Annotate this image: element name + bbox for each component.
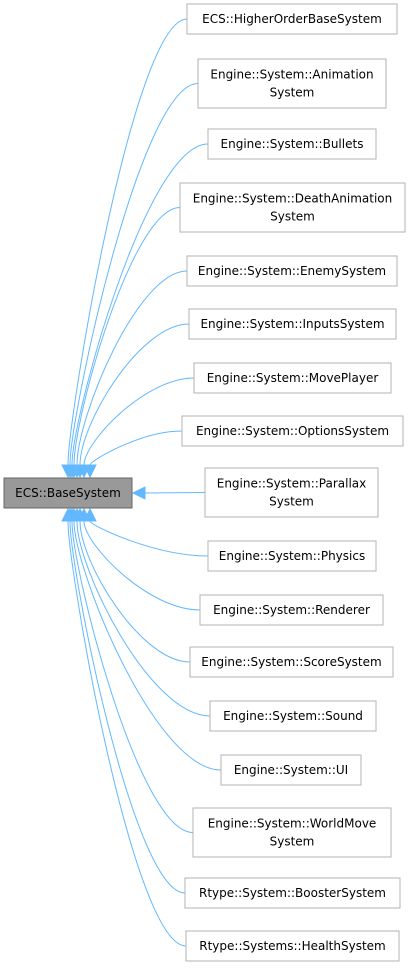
class-label: ECS::HigherOrderBaseSystem: [202, 12, 382, 26]
derived-class-node[interactable]: Rtype::Systems::HealthSystem: [185, 930, 400, 962]
class-box: [184, 877, 401, 909]
derived-class-node[interactable]: Engine::System::Bullets: [207, 128, 377, 160]
inheritance-edge: [89, 430, 183, 466]
class-box: [207, 540, 377, 572]
class-label: Engine::System::MovePlayer: [207, 371, 379, 385]
derived-class-node[interactable]: Engine::System::MovePlayer: [193, 362, 392, 394]
inheritance-edge: [71, 143, 209, 466]
class-box: [204, 467, 379, 518]
class-nodes: ECS::BaseSystem ECS::HigherOrderBaseSyst…: [3, 3, 406, 962]
class-box: [188, 308, 397, 340]
class-box: [199, 594, 384, 626]
derived-class-node[interactable]: Engine::System::OptionsSystem: [181, 415, 404, 447]
arrowhead-icon: [83, 464, 97, 479]
inheritance-edge: [83, 377, 195, 466]
class-box: [220, 754, 362, 786]
inheritance-edge: [67, 18, 188, 466]
base-class-node[interactable]: ECS::BaseSystem: [3, 477, 133, 509]
derived-class-node[interactable]: Rtype::System::BoosterSystem: [184, 877, 401, 909]
class-label: Engine::System::EnemySystem: [198, 264, 386, 278]
inheritance-edge: [67, 520, 187, 947]
class-label: Engine::System::WorldMove: [208, 817, 377, 831]
inheritance-edge: [89, 520, 209, 557]
inheritance-edge: [71, 520, 194, 833]
class-box: [186, 255, 398, 287]
class-box: [181, 415, 404, 447]
inheritance-edge: [83, 520, 201, 611]
class-label: Rtype::System::BoosterSystem: [199, 886, 386, 900]
inheritance-edge: [76, 270, 188, 466]
class-label: System: [270, 86, 315, 100]
class-box: [185, 930, 400, 962]
derived-class-node[interactable]: Engine::System::Sound: [209, 700, 377, 732]
class-label: System: [269, 495, 314, 509]
class-label: Engine::System::Parallax: [217, 477, 367, 491]
inheritance-edge: [73, 207, 181, 466]
class-box: [192, 807, 392, 858]
arrowhead-icon: [131, 486, 146, 500]
inheritance-edge: [69, 520, 186, 894]
derived-class-node[interactable]: Engine::System::Physics: [207, 540, 377, 572]
class-label: Rtype::Systems::HealthSystem: [199, 939, 385, 953]
class-box: [186, 3, 398, 35]
inheritance-edge: [79, 323, 190, 466]
derived-class-node[interactable]: Engine::System::EnemySystem: [186, 255, 398, 287]
class-label: Engine::System::Bullets: [221, 137, 364, 151]
class-label: Engine::System::Physics: [219, 549, 365, 563]
class-label: Engine::System::Animation: [210, 68, 373, 82]
base-class-label: ECS::BaseSystem: [15, 486, 121, 500]
class-label: System: [270, 210, 315, 224]
class-label: Engine::System::InputsSystem: [200, 317, 384, 331]
inheritance-edge: [79, 520, 191, 663]
class-label: System: [270, 835, 315, 849]
derived-class-node[interactable]: Engine::System::Renderer: [199, 594, 384, 626]
class-label: Engine::System::DeathAnimation: [193, 192, 393, 206]
derived-class-node[interactable]: ECS::HigherOrderBaseSystem: [186, 3, 398, 35]
inheritance-edge: [73, 520, 222, 771]
derived-class-node[interactable]: Engine::System::InputsSystem: [188, 308, 397, 340]
class-box: [209, 700, 377, 732]
class-label: Engine::System::Renderer: [213, 603, 370, 617]
class-box: [197, 58, 387, 109]
arrowhead-icon: [61, 507, 75, 522]
derived-class-node[interactable]: Engine::System::UI: [220, 754, 362, 786]
derived-class-node[interactable]: Engine::System::ScoreSystem: [189, 646, 394, 678]
inheritance-edges: [61, 18, 222, 947]
class-label: Engine::System::Sound: [223, 709, 363, 723]
class-box: [179, 182, 406, 233]
class-label: Engine::System::ScoreSystem: [201, 655, 381, 669]
class-box: [193, 362, 392, 394]
inheritance-edge: [76, 520, 211, 717]
class-label: Engine::System::OptionsSystem: [196, 424, 389, 438]
inheritance-edge: [69, 83, 199, 466]
class-box: [207, 128, 377, 160]
class-box: [189, 646, 394, 678]
inheritance-edge: [144, 492, 206, 494]
class-label: Engine::System::UI: [234, 763, 348, 777]
